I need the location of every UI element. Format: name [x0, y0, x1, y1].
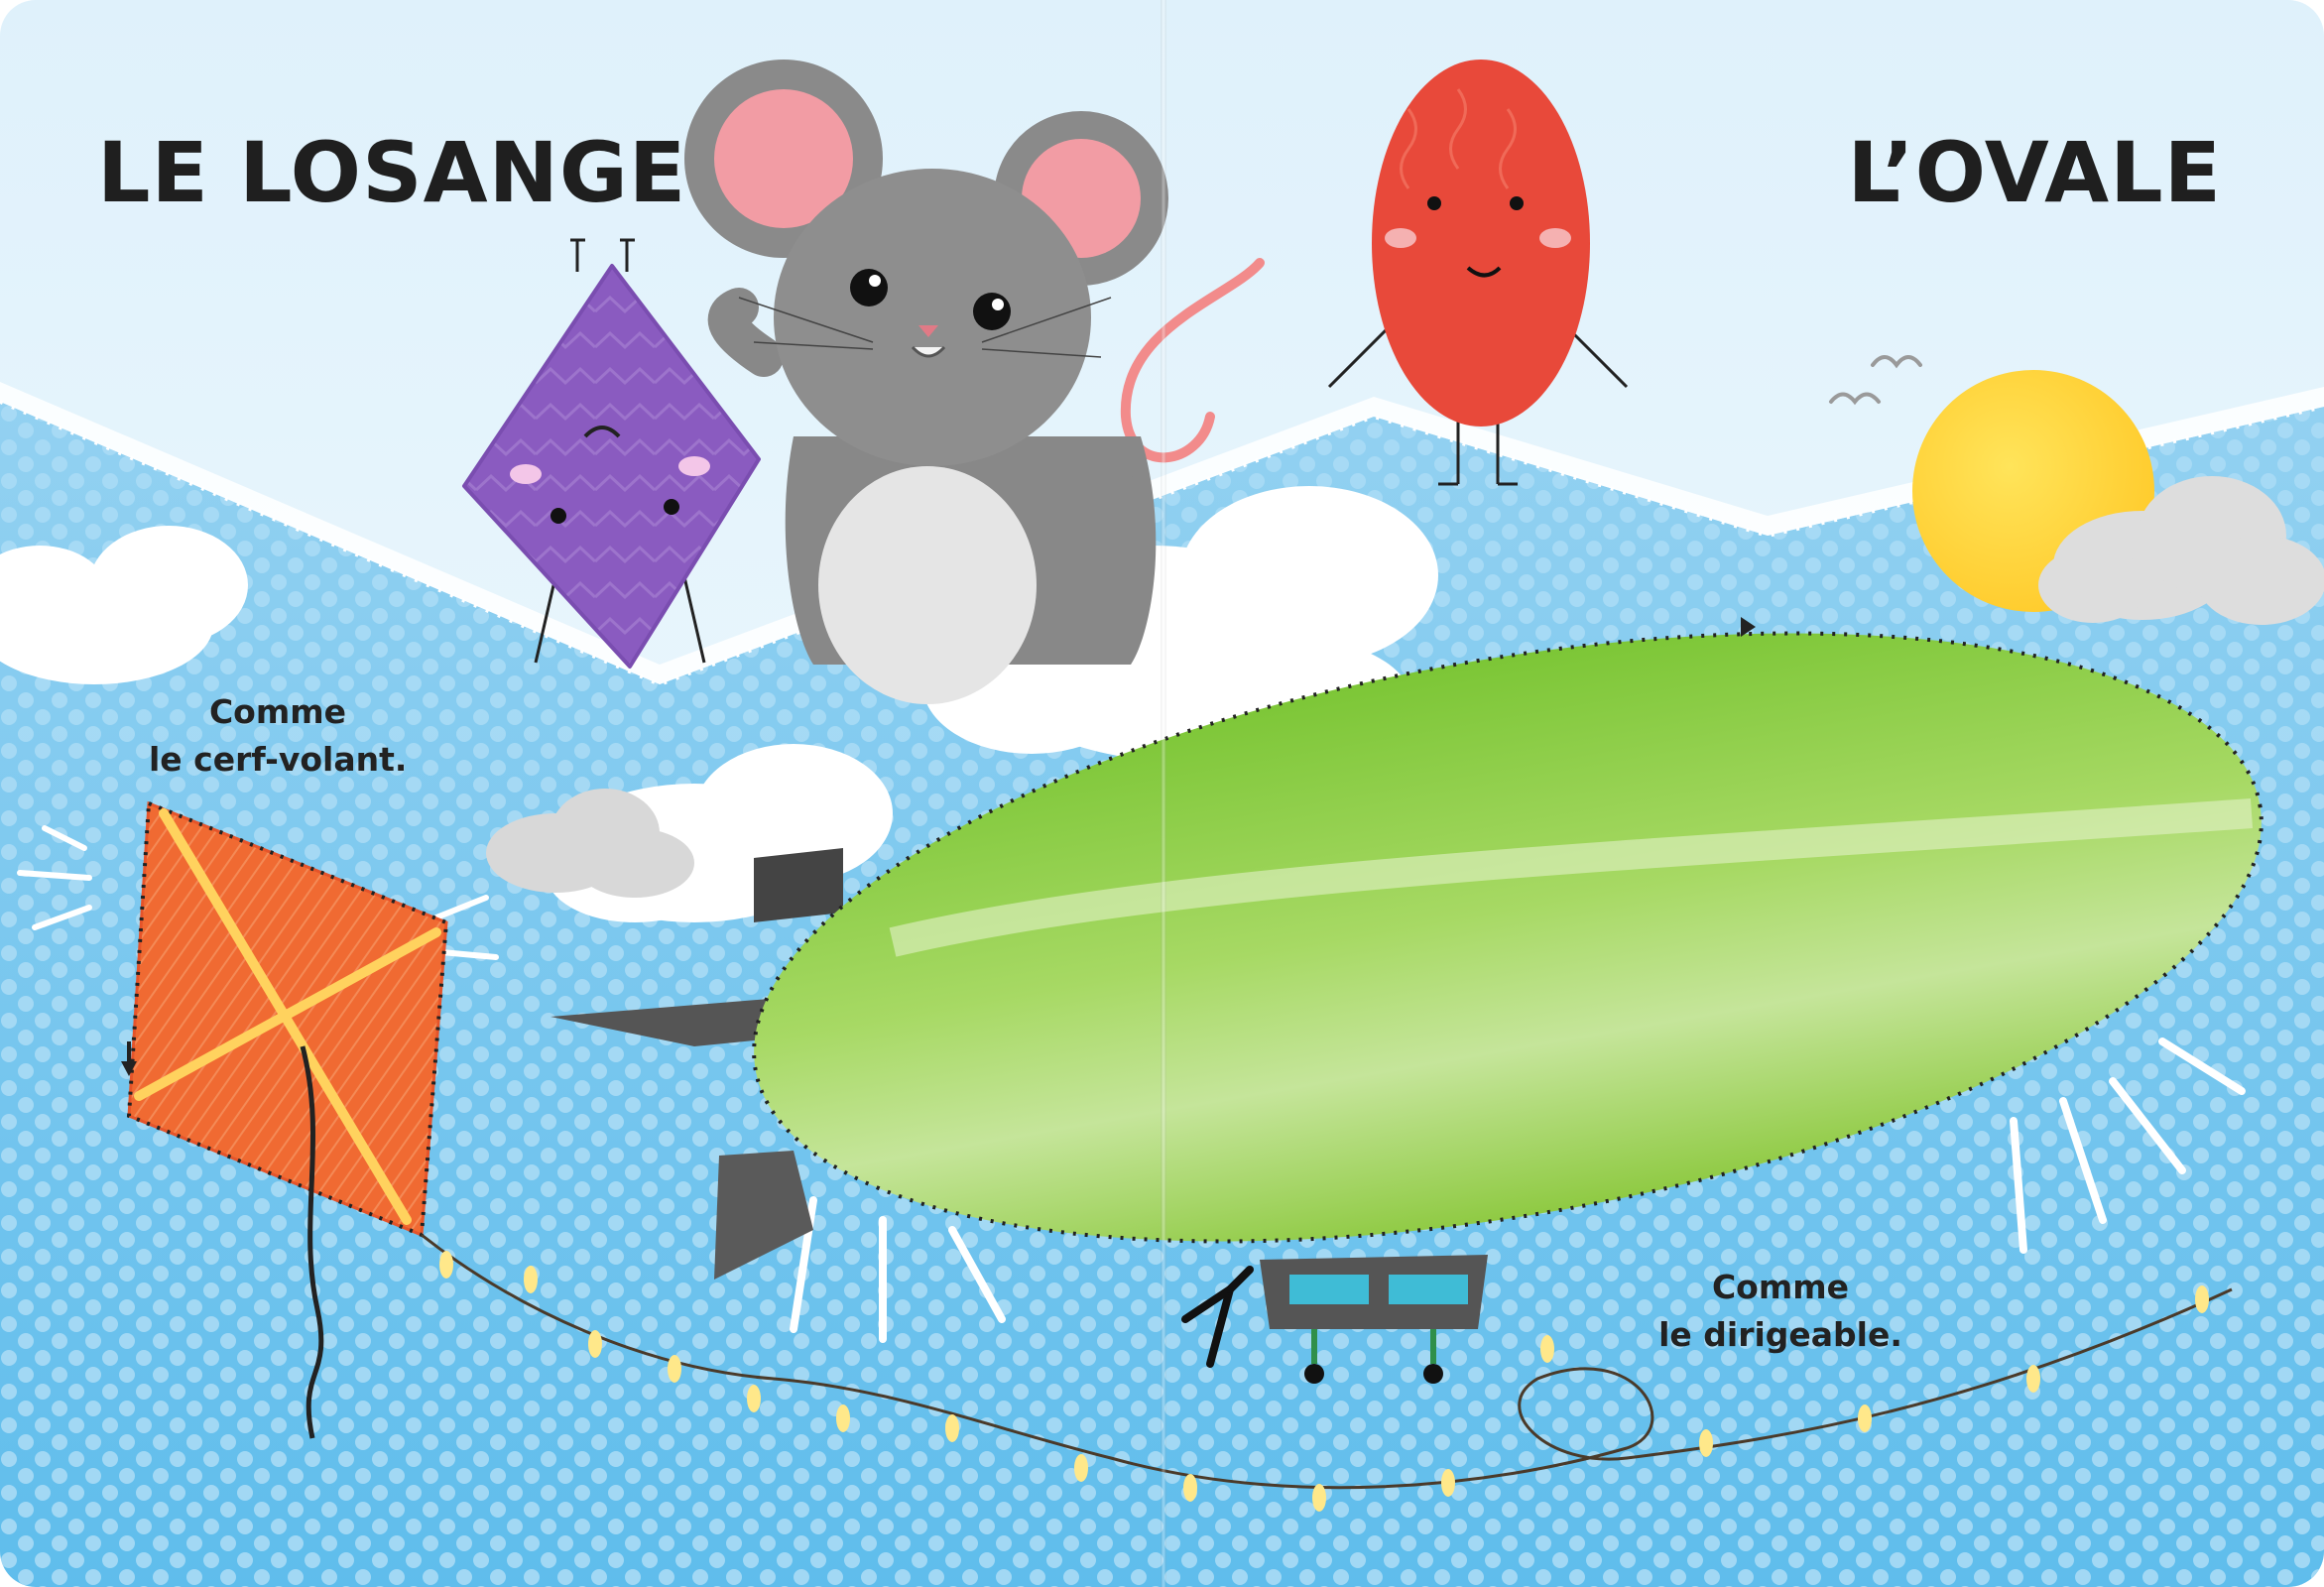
grey-cloud-icon	[2038, 476, 2324, 625]
page-title-right: L’OVALE	[1847, 124, 2222, 221]
caption-right-line1: Comme	[1711, 1268, 1850, 1306]
oval-character	[1327, 60, 1629, 486]
caption-right-line2: le dirigeable.	[1658, 1315, 1902, 1354]
caption-left-line1: Comme	[208, 692, 347, 731]
caption-left: Comme le cerf-volant.	[149, 688, 407, 784]
caption-right: Comme le dirigeable.	[1647, 1264, 1914, 1359]
gondola-icon	[1181, 1255, 1488, 1384]
airship-icon	[550, 617, 2263, 1384]
cloud-icon	[0, 526, 248, 684]
grey-cloud-icon	[486, 789, 694, 898]
mouse-character	[684, 60, 1265, 704]
rhombus-character	[462, 238, 761, 669]
birds-icon	[1829, 355, 1922, 406]
page-title-left: LE LOSANGE	[97, 124, 687, 221]
caption-left-line2: le cerf-volant.	[149, 740, 408, 779]
kite-icon	[17, 800, 2233, 1512]
